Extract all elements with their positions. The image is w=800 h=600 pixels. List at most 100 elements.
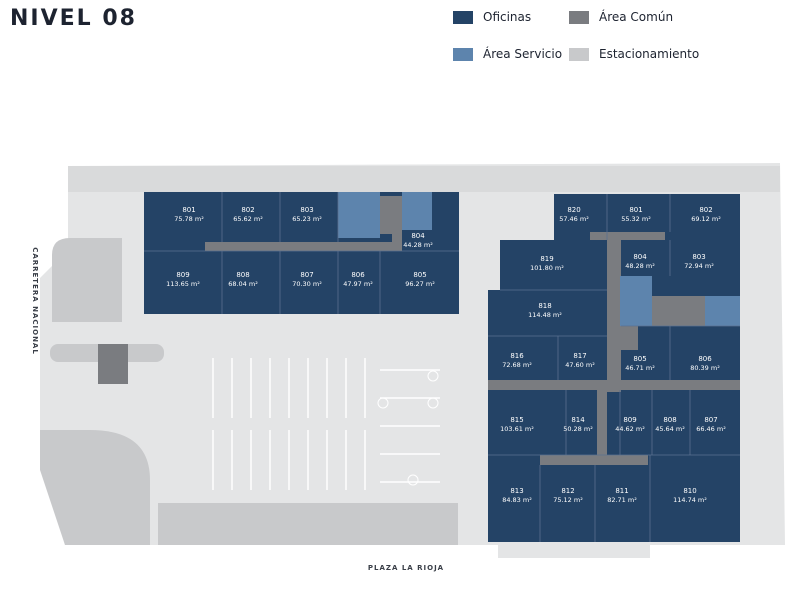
unit-number: 801 (629, 206, 642, 214)
unit-area: 65.62 m² (233, 215, 263, 223)
unit-number: 801 (182, 206, 195, 214)
legend-item-area-servicio: Área Servicio (453, 47, 562, 61)
unit-number: 809 (623, 416, 636, 424)
unit-number: 819 (540, 255, 553, 263)
building-left-walls (144, 192, 459, 314)
legend-label-estacionamiento: Estacionamiento (599, 47, 700, 61)
unit-area: 114.74 m² (673, 496, 707, 504)
legend-label-area-comun: Área Común (599, 10, 674, 24)
unit-number: 820 (567, 206, 580, 214)
corridor-left-stub (392, 230, 402, 251)
unit-area: 72.94 m² (684, 262, 714, 270)
unit-number: 808 (236, 271, 249, 279)
unit-area: 72.68 m² (502, 361, 532, 369)
street-label-bottom: PLAZA LA RIOJA (368, 564, 444, 572)
parking-island-top (52, 238, 122, 322)
corridor-right (597, 390, 607, 455)
unit-number: 815 (510, 416, 523, 424)
unit-area: 44.28 m² (403, 241, 433, 249)
unit-area: 96.27 m² (405, 280, 435, 288)
common-area-core (620, 326, 638, 350)
unit-area: 55.32 m² (621, 215, 651, 223)
unit-number: 807 (300, 271, 313, 279)
legend-item-area-comun: Área Común (569, 10, 673, 24)
unit-number: 803 (300, 206, 313, 214)
unit-number: 809 (176, 271, 189, 279)
unit-area: 45.64 m² (655, 425, 685, 433)
legend-swatch-estacionamiento (569, 47, 589, 61)
parking-marker (427, 397, 439, 409)
legend-item-oficinas: Oficinas (453, 10, 531, 24)
building-right-wing-bottom (488, 390, 740, 542)
unit-number: 814 (571, 416, 585, 424)
common-area-core (652, 296, 705, 326)
corridor-right (607, 232, 621, 392)
unit-area: 101.80 m² (530, 264, 564, 272)
parking-marker (407, 474, 419, 486)
unit-number: 806 (351, 271, 365, 279)
bottom-strip (158, 503, 458, 545)
building-right (488, 194, 740, 542)
unit-number: 805 (413, 271, 426, 279)
unit-area: 70.30 m² (292, 280, 322, 288)
unit-area: 65.23 m² (292, 215, 322, 223)
unit-number: 808 (663, 416, 676, 424)
corridor-left (205, 242, 401, 251)
unit-area: 114.48 m² (528, 311, 562, 319)
unit-area: 75.78 m² (174, 215, 204, 223)
parking-marker (377, 397, 389, 409)
unit-number: 804 (633, 253, 647, 261)
unit-area: 75.12 m² (553, 496, 583, 504)
corridor-right (488, 380, 740, 390)
service-core (620, 276, 652, 326)
legend-swatch-oficinas (453, 10, 473, 24)
legend-swatch-area-servicio (453, 47, 473, 61)
unit-number: 812 (561, 487, 574, 495)
unit-number: 804 (411, 232, 425, 240)
unit-area: 80.39 m² (690, 364, 720, 372)
unit-area: 82.71 m² (607, 496, 637, 504)
legend-swatch-area-comun (569, 10, 589, 24)
unit-area: 84.83 m² (502, 496, 532, 504)
unit-number: 803 (692, 253, 705, 261)
parking-circles (377, 370, 439, 486)
service-core (338, 192, 380, 238)
level-title: NIVEL 08 (10, 6, 137, 31)
unit-area: 47.60 m² (565, 361, 595, 369)
parking-marker (427, 370, 439, 382)
parking-stall-lines (212, 358, 440, 490)
unit-number: 818 (538, 302, 551, 310)
unit-area: 44.62 m² (615, 425, 645, 433)
unit-area: 113.65 m² (166, 280, 200, 288)
site-top-strip (68, 166, 780, 192)
unit-number: 807 (704, 416, 717, 424)
building-left (144, 192, 459, 314)
unit-number: 817 (573, 352, 586, 360)
unit-area: 68.04 m² (228, 280, 258, 288)
corridor-right (540, 455, 648, 465)
unit-number: 813 (510, 487, 523, 495)
legend-item-estacionamiento: Estacionamiento (569, 47, 699, 61)
unit-area: 103.61 m² (500, 425, 534, 433)
unit-area: 47.97 m² (343, 280, 373, 288)
unit-area: 46.71 m² (625, 364, 655, 372)
unit-area: 48.28 m² (625, 262, 655, 270)
service-core (705, 296, 740, 326)
unit-area: 69.12 m² (691, 215, 721, 223)
unit-area: 57.46 m² (559, 215, 589, 223)
access-ramp-block (98, 344, 128, 384)
common-area-core (380, 196, 402, 234)
unit-number: 810 (683, 487, 696, 495)
unit-number: 805 (633, 355, 646, 363)
unit-number: 816 (510, 352, 524, 360)
service-core (402, 192, 432, 230)
building-right-walls (488, 194, 740, 542)
unit-number: 811 (615, 487, 628, 495)
unit-number: 802 (241, 206, 254, 214)
legend-label-oficinas: Oficinas (483, 10, 532, 24)
unit-area: 66.46 m² (696, 425, 726, 433)
corridor-right (590, 232, 665, 240)
unit-number: 806 (698, 355, 712, 363)
